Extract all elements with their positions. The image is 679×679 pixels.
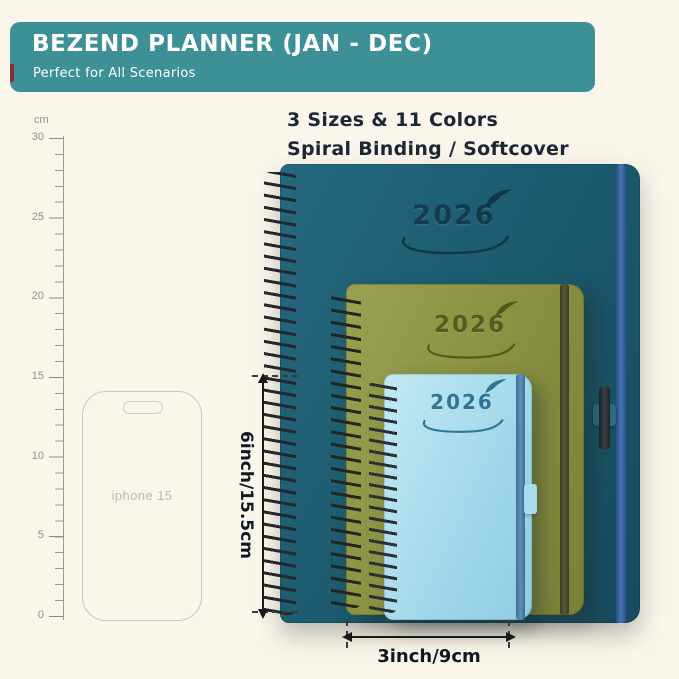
height-dimension-arrow [262, 381, 264, 611]
swoosh-icon [422, 419, 504, 433]
ruler-label-25: 25 [31, 211, 44, 223]
large-planner-elastic-band [616, 164, 626, 623]
ruler-label-30: 30 [31, 131, 44, 143]
height-dimension-arrowhead-up [258, 373, 268, 383]
headline-line1: 3 Sizes & 11 Colors [287, 109, 499, 131]
phone-label: iphone 15 [111, 488, 173, 503]
headline: 3 Sizes & 11 Colors Spiral Binding / Sof… [287, 109, 569, 160]
width-dimension-label: 3inch/9cm [377, 646, 481, 667]
title-banner: BEZEND PLANNER (JAN - DEC) Perfect for A… [10, 22, 595, 92]
feather-icon [485, 378, 507, 394]
feather-icon [485, 189, 513, 207]
swoosh-icon [401, 235, 510, 255]
width-dimension-arrow [350, 636, 508, 638]
small-planner-elastic-band [516, 374, 525, 620]
small-planner-pen-loop [524, 484, 537, 514]
ruler-label-0: 0 [37, 609, 44, 621]
height-dimension-leader-bottom [252, 611, 298, 613]
large-planner-spiral-binding [264, 172, 296, 615]
pen [599, 386, 610, 450]
height-dimension-leader-top [252, 375, 298, 377]
width-dimension-arrowhead-left [342, 632, 352, 642]
width-dimension-arrowhead-right [506, 632, 516, 642]
ruler-label-20: 20 [31, 290, 44, 302]
ruler-label-15: 15 [31, 370, 44, 382]
ruler-major-ticks [49, 138, 63, 618]
year-embossed-text: 2026 [412, 200, 496, 231]
small-planner-spiral-binding [369, 381, 397, 613]
ruler-label-5: 5 [37, 529, 44, 541]
headline-line2: Spiral Binding / Softcover [287, 138, 569, 160]
medium-planner-elastic-band [560, 284, 569, 615]
feather-icon [495, 300, 519, 317]
year-embossed-text: 2026 [430, 390, 494, 414]
product-title: BEZEND PLANNER (JAN - DEC) [32, 31, 433, 57]
height-dimension-label: 6inch/15.5cm [236, 431, 256, 559]
product-subtitle: Perfect for All Scenarios [33, 66, 196, 81]
large-planner-logo: 2026 [398, 189, 513, 255]
medium-planner-logo: 2026 [424, 300, 519, 359]
ruler-baseline [63, 136, 64, 620]
ruler-unit-label: cm [34, 114, 49, 126]
small-planner-logo: 2026 [420, 378, 507, 433]
year-embossed-text: 2026 [433, 312, 506, 338]
small-planner-cover [384, 374, 532, 620]
phone-outline: iphone 15 [82, 391, 202, 621]
ruler-label-10: 10 [31, 450, 44, 462]
height-dimension-arrowhead-down [258, 609, 268, 619]
swoosh-icon [427, 343, 516, 359]
medium-planner-spiral-binding [331, 292, 361, 608]
banner-accent-mark [10, 64, 14, 82]
phone-notch [123, 401, 163, 414]
